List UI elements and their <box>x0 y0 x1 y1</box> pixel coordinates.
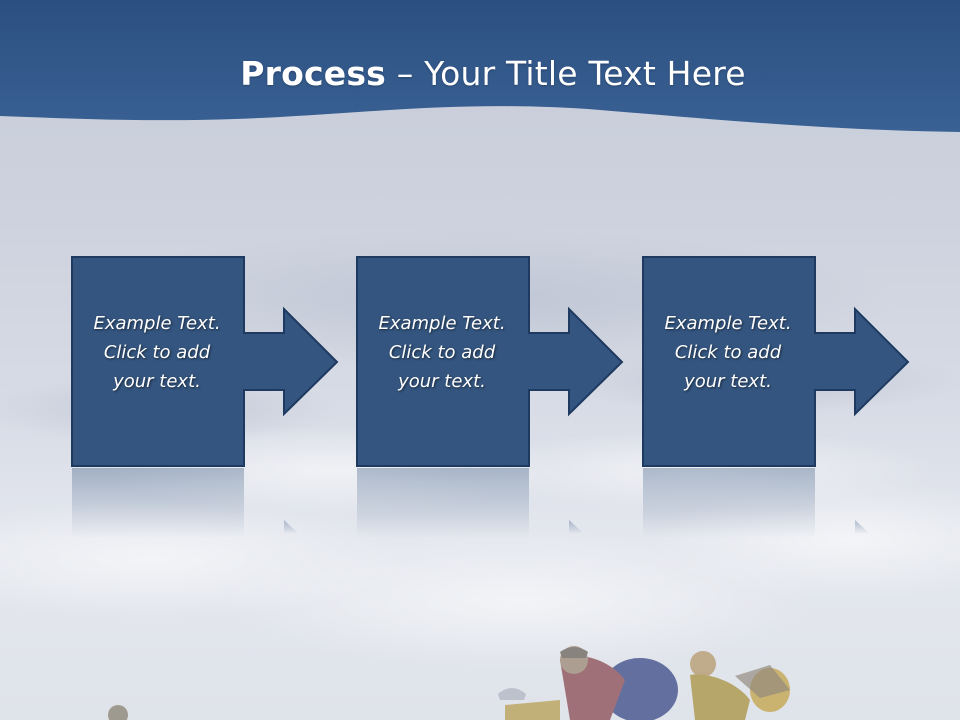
step-line: Click to add <box>103 342 211 363</box>
title-bold: Process <box>240 54 387 93</box>
step-line: your text. <box>398 371 486 392</box>
page-title[interactable]: Process – Your Title Text Here <box>0 52 960 96</box>
step-arrow-shape <box>642 256 910 467</box>
step-line: Example Text. <box>93 313 221 334</box>
background-photo-cyclists <box>108 646 790 720</box>
step-line: Example Text. <box>378 313 506 334</box>
process-step-3[interactable]: Example Text. Click to add your text. <box>642 256 932 468</box>
step-line: Example Text. <box>664 313 792 334</box>
process-step-2[interactable]: Example Text. Click to add your text. <box>356 256 646 468</box>
step-reflection <box>642 468 932 538</box>
step-text: Example Text. Click to add your text. <box>71 309 243 396</box>
step-line: Click to add <box>388 342 496 363</box>
step-reflection <box>356 468 646 538</box>
step-line: your text. <box>684 371 772 392</box>
step-arrow-shape <box>356 256 624 467</box>
step-text: Example Text. Click to add your text. <box>356 309 528 396</box>
header-band <box>0 0 960 132</box>
step-line: your text. <box>113 371 201 392</box>
step-line: Click to add <box>674 342 782 363</box>
step-arrow-shape <box>71 256 339 467</box>
title-rest: – Your Title Text Here <box>386 54 746 93</box>
process-step-1[interactable]: Example Text. Click to add your text. <box>71 256 361 468</box>
step-text: Example Text. Click to add your text. <box>642 309 814 396</box>
step-reflection <box>71 468 361 538</box>
